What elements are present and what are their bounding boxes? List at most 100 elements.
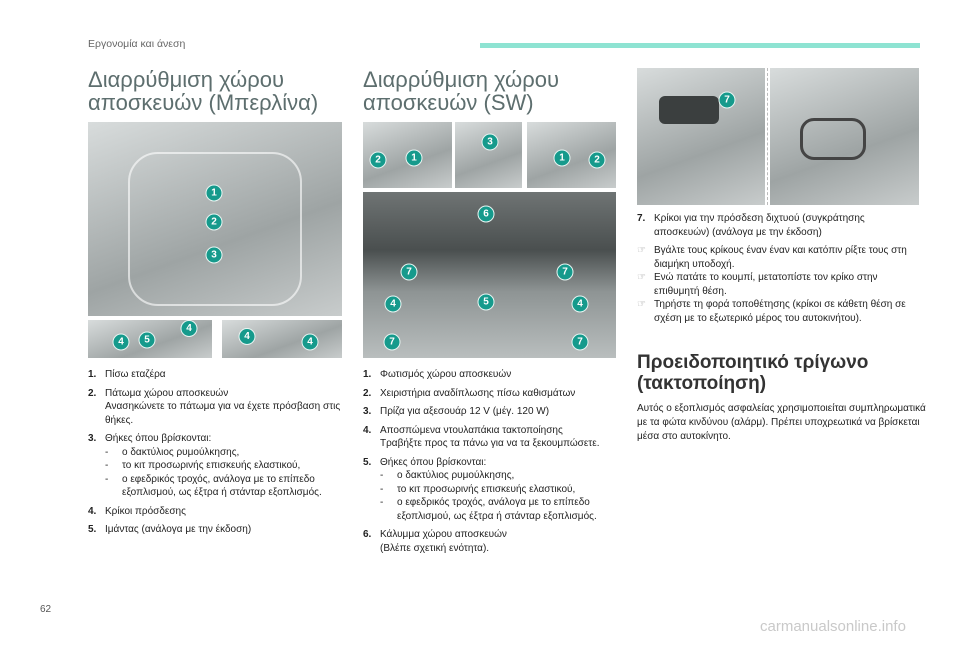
- item-text: Πάτωμα χώρου αποσκευών: [105, 387, 229, 399]
- item-text: Ιμάντας (ανάλογα με την έκδοση): [105, 524, 252, 535]
- marker: 4: [180, 320, 198, 337]
- sw-left-controls-figure: 2 1: [363, 122, 452, 188]
- right-legend: 7. Κρίκοι για την πρόσδεση διχτυού (συγκρ…: [637, 212, 922, 325]
- marker: 4: [112, 333, 130, 351]
- marker: 1: [205, 184, 223, 202]
- item-note: (Βλέπε σχετική ενότητα).: [380, 542, 490, 554]
- legend-item: 6. Κάλυμμα χώρου αποσκευών (Βλέπε σχετική …: [363, 528, 633, 555]
- item-text: Κάλυμμα χώρου αποσκευών: [380, 529, 507, 540]
- berlina-rings-figure: 4 4: [222, 320, 342, 358]
- marker: 7: [718, 91, 736, 109]
- instruction: ☞Βγάλτε τους κρίκους έναν έναν και κατόπ…: [637, 244, 922, 271]
- item-number: 2.: [88, 387, 97, 399]
- sub-item: το κιτ προσωρινής επισκευής ελαστικού,: [397, 483, 576, 495]
- item-text: Φωτισμός χώρου αποσκευών: [380, 369, 512, 380]
- sw-socket-figure: 3: [455, 122, 522, 188]
- ring-shape: [800, 118, 866, 160]
- item-text: Πρίζα για αξεσουάρ 12 V (μέγ. 120 W): [380, 406, 550, 417]
- marker: 2: [369, 151, 387, 169]
- item-note: Τραβήξτε προς τα πάνω για να τα ξεκουμπώ…: [380, 438, 600, 449]
- marker: 3: [481, 133, 499, 151]
- legend-item: 3. Πρίζα για αξεσουάρ 12 V (μέγ. 120 W): [363, 405, 633, 419]
- sw-legend: 1. Φωτισμός χώρου αποσκευών 2. Χειριστήρια…: [363, 368, 633, 560]
- marker: 2: [205, 213, 223, 231]
- marker: 4: [384, 295, 402, 313]
- ring-button: [659, 96, 719, 124]
- page-number: 62: [40, 604, 52, 615]
- marker: 7: [556, 263, 574, 281]
- marker: 1: [553, 149, 571, 167]
- item-text: Θήκες όπου βρίσκονται:: [105, 433, 212, 444]
- title-line: αποσκευών (SW): [363, 90, 534, 115]
- marker: 7: [400, 263, 418, 281]
- pointing-hand-icon: ☞: [637, 245, 646, 256]
- marker: 5: [138, 331, 156, 349]
- item-text: Χειριστήρια αναδίπλωσης πίσω καθισμάτων: [380, 387, 576, 399]
- item-text: Θήκες όπου βρίσκονται:: [380, 456, 487, 468]
- marker: 4: [238, 328, 256, 345]
- sw-trunk-figure: 6 7 4 7 5 7 4 7: [363, 192, 616, 358]
- accent-bar: [480, 43, 920, 48]
- item-number: 7.: [637, 213, 646, 224]
- ring-closeup-figure: 7: [637, 68, 765, 205]
- marker: 7: [571, 333, 589, 351]
- item-text: Αποσπώμενα ντουλαπάκια τακτοποίησης: [380, 424, 563, 436]
- heading-line: Προειδοποιητικό τρίγωνο: [637, 352, 869, 373]
- marker: 4: [301, 333, 319, 351]
- item-number: 6.: [363, 529, 372, 540]
- legend-item: 5.Ιμάντας (ανάλογα με την έκδοση): [88, 523, 353, 537]
- legend-item: 5.Θήκες όπου βρίσκονται: -ο δακτύλιος ρυ…: [363, 456, 633, 524]
- sub-item: ο εφεδρικός τροχός, ανάλογα με το επίπεδ…: [122, 473, 322, 499]
- section-label: Εργονομία και άνεση: [88, 38, 186, 50]
- legend-item: 1. Πίσω εταζέρα: [88, 368, 353, 382]
- item-text: Κρίκοι πρόσδεσης: [105, 505, 186, 517]
- sub-item: ο δακτύλιος ρυμούλκησης,: [122, 446, 240, 458]
- sub-item: το κιτ προσωρινής επισκευής ελαστικού,: [122, 460, 301, 471]
- legend-item: 1. Φωτισμός χώρου αποσκευών: [363, 368, 633, 382]
- marker: 7: [383, 333, 401, 351]
- marker: 6: [477, 205, 495, 223]
- marker: 3: [205, 246, 223, 264]
- legend-item: 3.Θήκες όπου βρίσκονται: -ο δακτύλιος ρυ…: [88, 432, 353, 500]
- marker: 1: [405, 149, 423, 167]
- trunk-outline: [128, 152, 302, 306]
- sub-item: ο δακτύλιος ρυμούλκησης,: [397, 470, 515, 481]
- instruction-text: Τηρήστε τη φορά τοποθέτησης (κρίκοι σε κ…: [654, 299, 906, 324]
- marker: 5: [477, 293, 495, 311]
- instruction: ☞ Τηρήστε τη φορά τοποθέτησης (κρίκοι σε …: [637, 298, 922, 325]
- pointing-hand-icon: ☞: [637, 299, 646, 310]
- item-number: 1.: [88, 369, 97, 380]
- pointing-hand-icon: ☞: [637, 272, 646, 283]
- item-number: 5.: [363, 456, 372, 468]
- warning-triangle-heading: Προειδοποιητικό τρίγωνο(τακτοποίηση): [637, 352, 868, 394]
- watermark: carmanualsonline.info: [760, 618, 906, 635]
- figure-divider: [767, 68, 768, 205]
- item-number: 1.: [363, 369, 372, 380]
- item-number: 2.: [363, 387, 372, 399]
- legend-item: 2. Χειριστήρια αναδίπλωσης πίσω καθισμάτω…: [363, 387, 633, 401]
- instruction-text: Ενώ πατάτε το κουμπί, μετατοπίστε τον κρ…: [654, 272, 878, 297]
- sw-right-controls-figure: 1 2: [527, 122, 616, 188]
- item-number: 3.: [363, 406, 372, 417]
- item-note: Ανασηκώνετε το πάτωμα για να έχετε πρόσβ…: [105, 401, 341, 426]
- warning-triangle-paragraph: Αυτός ο εξοπλισμός ασφαλείας χρησιμοποιε…: [637, 403, 926, 442]
- berlina-strap-figure: 5 4 4: [88, 320, 212, 358]
- sub-item: ο εφεδρικός τροχός, ανάλογα με το επίπεδ…: [397, 497, 597, 522]
- title-line: αποσκευών (Μπερλίνα): [88, 90, 319, 115]
- item-number: 4.: [88, 505, 97, 517]
- item-number: 3.: [88, 433, 97, 444]
- ring-rail-figure: [770, 68, 919, 205]
- marker: 4: [571, 295, 589, 313]
- item-number: 4.: [363, 424, 372, 436]
- title-line: Διαρρύθμιση χώρου: [363, 67, 560, 92]
- marker: 2: [588, 151, 606, 169]
- item-text: Πίσω εταζέρα: [105, 369, 166, 380]
- legend-item: 4. Κρίκοι πρόσδεσης: [88, 505, 353, 519]
- item-text: Κρίκοι για την πρόσδεση διχτυού (συγκράτ…: [654, 213, 865, 238]
- berlina-trunk-figure: 1 2 3: [88, 122, 342, 316]
- instruction: ☞ Ενώ πατάτε το κουμπί, μετατοπίστε τον κ…: [637, 271, 922, 298]
